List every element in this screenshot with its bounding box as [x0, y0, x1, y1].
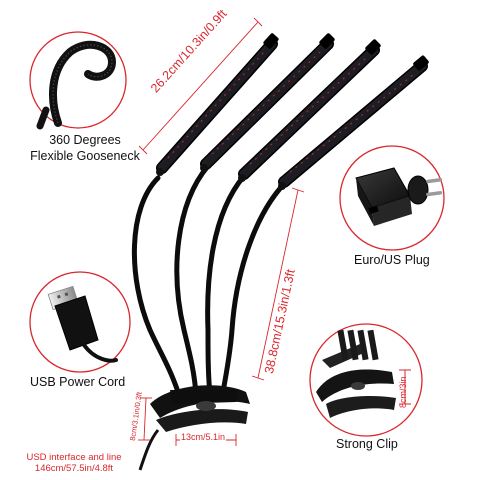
gooseneck-arm-3: [205, 173, 247, 399]
clip-detail: [309, 323, 423, 437]
cord-caption-line1: USD interface and line: [26, 452, 122, 463]
clip-height-line: [143, 397, 147, 441]
clip-width-label: 13cm/5.1in: [180, 432, 227, 442]
gooseneck-arms: [131, 163, 287, 401]
clip-caption: Strong Clip: [336, 437, 398, 451]
tube-length-line: [142, 21, 259, 151]
gooseneck-caption-line2: Flexible Gooseneck: [30, 149, 140, 163]
gooseneck-caption: 360 Degrees Flexible Gooseneck: [10, 132, 160, 164]
gooseneck-arm-4: [219, 181, 287, 401]
clip-icon: [316, 329, 396, 418]
gooseneck-detail: [29, 31, 127, 130]
usb-detail: [29, 271, 131, 373]
plug-detail: [339, 145, 445, 251]
cord-caption: USD interface and line 146cm/57.5in/4.8f…: [10, 452, 138, 474]
usb-caption: USB Power Cord: [30, 375, 126, 389]
led-tubes: [156, 33, 429, 190]
plug-caption: Euro/US Plug: [354, 253, 430, 267]
led-tube-4: [278, 55, 429, 190]
base-clip: [138, 385, 250, 471]
cord-caption-line2: 146cm/57.5in/4.8ft: [34, 463, 114, 474]
led-tube-3: [238, 39, 381, 182]
gooseneck-arm-2: [174, 163, 211, 397]
led-tube-1: [156, 33, 279, 176]
power-adapter-icon: [355, 167, 443, 226]
gooseneck-coil-icon: [36, 40, 117, 130]
gooseneck-arm-1: [131, 175, 181, 395]
led-tube-2: [200, 33, 335, 172]
gooseneck-caption-line1: 360 Degrees: [49, 133, 121, 147]
usb-plug-icon: [47, 285, 118, 363]
neck-length-line: [257, 189, 299, 379]
detail-clip-height-label: 8cm/3in: [398, 376, 408, 408]
